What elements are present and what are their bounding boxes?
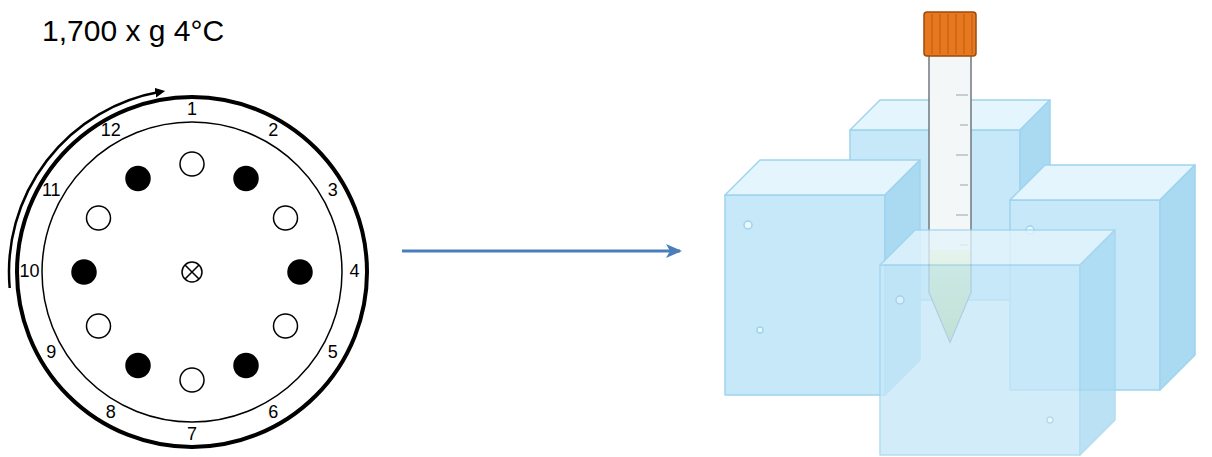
centrifuge-setting: 1,700 x g 4°C	[42, 14, 224, 47]
flow-arrow	[402, 250, 680, 253]
position-number: 11	[42, 181, 61, 201]
position-number: 6	[268, 403, 278, 423]
position-number: 10	[19, 262, 39, 282]
position-number: 5	[328, 343, 338, 363]
position-number: 12	[101, 121, 121, 141]
ice-cube-front	[880, 230, 1115, 455]
position-number: 9	[46, 343, 56, 363]
position-number: 3	[328, 181, 338, 201]
position-number: 4	[349, 262, 359, 282]
position-number: 7	[187, 425, 197, 445]
rotor	[9, 92, 367, 447]
position-number: 2	[268, 121, 278, 141]
rotor-axis	[182, 262, 202, 282]
rotation-arrow	[9, 92, 160, 288]
position-number: 1	[187, 100, 197, 120]
position-number: 8	[106, 403, 116, 423]
